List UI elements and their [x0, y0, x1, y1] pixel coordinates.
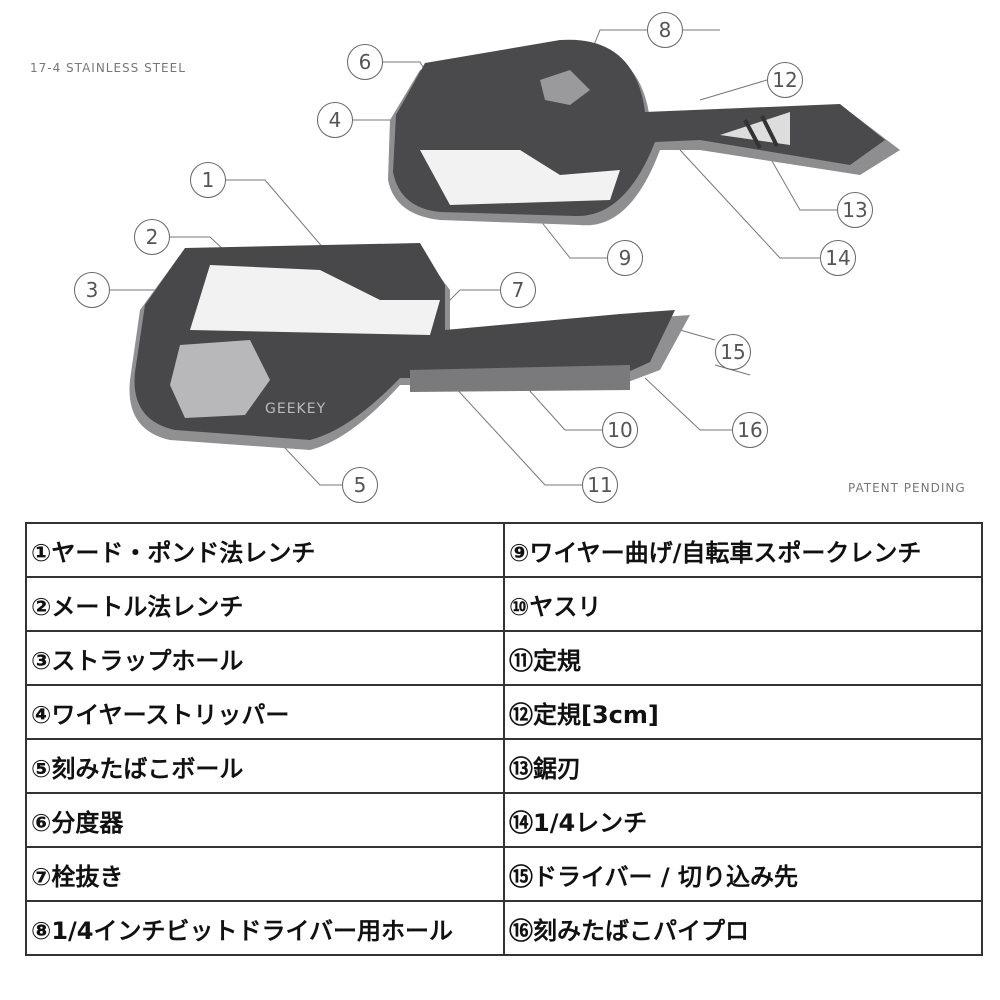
feature-cell: ⑮ドライバー / 切り込み先 [503, 846, 983, 902]
callout-13: 13 [837, 192, 873, 228]
feature-cell: ⑨ワイヤー曲げ/自転車スポークレンチ [503, 522, 983, 578]
callout-7: 7 [500, 272, 536, 308]
feature-cell: ⑪定規 [503, 630, 983, 686]
callout-11: 11 [582, 467, 618, 503]
logo: GEEKEY [265, 401, 326, 417]
callout-9: 9 [607, 240, 643, 276]
keys-illustration: GEEKEY [110, 29, 900, 486]
callout-3: 3 [74, 272, 110, 308]
material-caption: 17-4 STAINLESS STEEL [30, 61, 186, 75]
feature-cell: ⑤刻みたばこボール [25, 738, 505, 794]
callout-1: 1 [190, 162, 226, 198]
callout-6: 6 [347, 44, 383, 80]
feature-cell: ①ヤード・ポンド法レンチ [25, 522, 505, 578]
callout-12: 12 [767, 62, 803, 98]
back-key [388, 39, 900, 226]
callout-10: 10 [602, 412, 638, 448]
feature-cell: ⑧1/4インチビットドライバー用ホール [25, 900, 505, 956]
callout-15: 15 [715, 334, 751, 370]
feature-cell: ⑦栓抜き [25, 846, 505, 902]
callout-2: 2 [134, 219, 170, 255]
feature-cell: ②メートル法レンチ [25, 576, 505, 632]
callout-4: 4 [317, 102, 353, 138]
callout-8: 8 [647, 12, 683, 48]
feature-cell: ④ワイヤーストリッパー [25, 684, 505, 740]
feature-cell: ⑫定規[3cm] [503, 684, 983, 740]
feature-cell: ⑭1/4レンチ [503, 792, 983, 848]
feature-cell: ⑥分度器 [25, 792, 505, 848]
callout-16: 16 [732, 412, 768, 448]
callout-14: 14 [820, 240, 856, 276]
feature-cell: ③ストラップホール [25, 630, 505, 686]
feature-cell: ⑯刻みたばこパイプロ [503, 900, 983, 956]
patent-caption: PATENT PENDING [848, 481, 966, 495]
front-key: GEEKEY [129, 243, 690, 450]
feature-cell: ⑬鋸刃 [503, 738, 983, 794]
feature-cell: ⑩ヤスリ [503, 576, 983, 632]
callout-5: 5 [342, 467, 378, 503]
